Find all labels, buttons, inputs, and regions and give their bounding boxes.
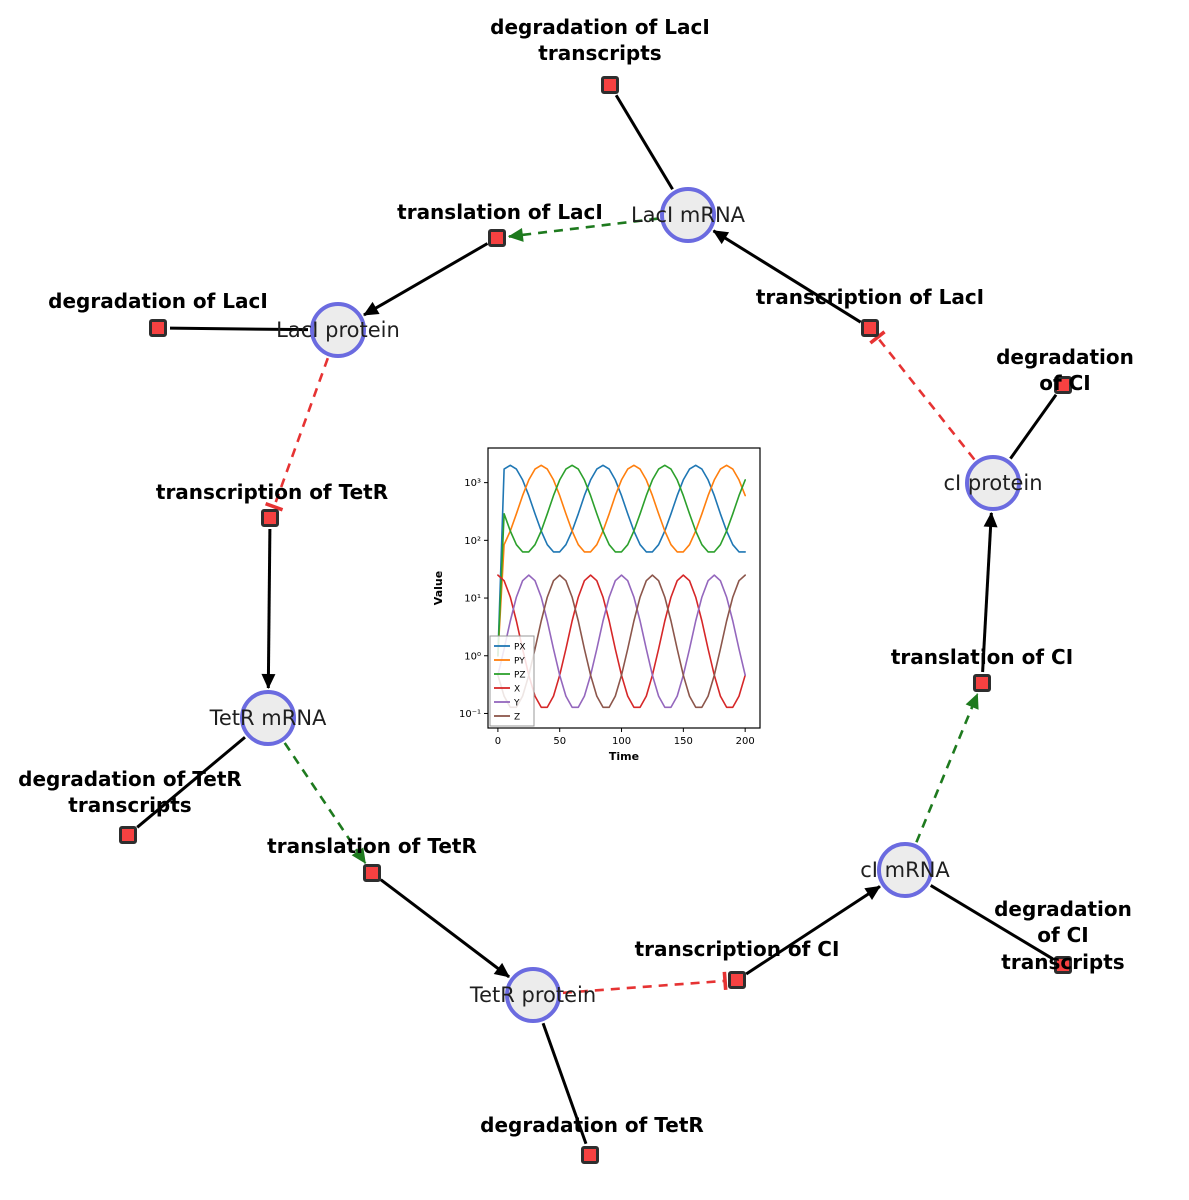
y-tick-label: 10⁰ (464, 651, 481, 662)
reaction-node-txn-tetr[interactable] (261, 509, 279, 527)
reaction-node-deg-laci-tx[interactable] (601, 76, 619, 94)
species-node-ci-mrna[interactable] (877, 842, 933, 898)
x-tick-label: 200 (736, 736, 755, 747)
reaction-node-txn-laci[interactable] (861, 319, 879, 337)
legend-label-y: Y (513, 699, 520, 709)
y-tick-label: 10¹ (464, 594, 481, 605)
legend-label-px: PX (514, 643, 526, 653)
edge-ci-mrna-to-deg-ci-tx (929, 884, 1054, 961)
reaction-node-txn-ci[interactable] (728, 971, 746, 989)
legend-label-py: PY (514, 657, 525, 667)
edge-ci-mrna-to-transl-ci (915, 693, 979, 843)
legend-box (489, 635, 535, 727)
x-tick-label: 150 (674, 736, 693, 747)
edge-ci-protein-to-txn-laci (869, 330, 976, 461)
reaction-node-deg-tetr[interactable] (581, 1146, 599, 1164)
species-node-laci-mrna[interactable] (660, 187, 716, 243)
edge-tetr-mrna-to-deg-tetr-tx (136, 736, 246, 829)
legend-label-z: Z (514, 713, 520, 723)
series-line-py (497, 464, 747, 657)
reaction-node-deg-ci-tx[interactable] (1054, 956, 1072, 974)
edge-laci-mrna-to-deg-laci-tx (614, 94, 674, 191)
x-axis-label: Time (609, 750, 639, 763)
reaction-node-transl-ci[interactable] (973, 674, 991, 692)
edge-tetr-protein-to-deg-tetr (541, 1022, 588, 1145)
edge-txn-ci-to-ci-mrna (745, 885, 881, 976)
y-tick-label: 10⁻¹ (459, 709, 481, 720)
edge-laci-mrna-to-transl-laci (507, 217, 659, 242)
x-tick-label: 100 (612, 736, 631, 747)
edge-laci-protein-to-deg-laci (169, 326, 309, 332)
edge-tetr-protein-to-txn-ci (562, 971, 728, 995)
x-tick-label: 50 (553, 736, 566, 747)
reaction-node-transl-tetr[interactable] (363, 864, 381, 882)
species-node-laci-protein[interactable] (310, 302, 366, 358)
edge-tetr-mrna-to-transl-tetr (283, 742, 367, 864)
reaction-node-deg-laci[interactable] (149, 319, 167, 337)
legend-label-x: X (514, 685, 520, 695)
y-axis-label: Value (432, 571, 445, 605)
edge-transl-tetr-to-tetr-protein (379, 878, 510, 979)
legend-label-pz: PZ (514, 671, 526, 681)
edge-laci-protein-to-txn-tetr (265, 357, 330, 512)
reaction-node-transl-laci[interactable] (488, 229, 506, 247)
species-node-tetr-mrna[interactable] (240, 690, 296, 746)
reaction-node-deg-tetr-tx[interactable] (119, 826, 137, 844)
edge-transl-laci-to-laci-protein (363, 242, 489, 317)
species-node-ci-protein[interactable] (965, 455, 1021, 511)
x-tick-label: 0 (495, 736, 501, 747)
edge-txn-laci-to-laci-mrna (712, 229, 862, 324)
series-line-y (497, 574, 747, 709)
series-line-z (497, 574, 747, 709)
edge-ci-protein-to-deg-ci (1009, 393, 1058, 460)
reaction-node-deg-ci[interactable] (1054, 376, 1072, 394)
y-tick-label: 10³ (464, 478, 481, 489)
edge-transl-ci-to-ci-protein (981, 511, 998, 673)
series-line-px (497, 464, 747, 657)
series-line-pz (497, 464, 747, 657)
species-node-tetr-protein[interactable] (505, 967, 561, 1023)
edge-txn-tetr-to-tetr-mrna (261, 528, 276, 690)
y-tick-label: 10² (464, 536, 481, 547)
